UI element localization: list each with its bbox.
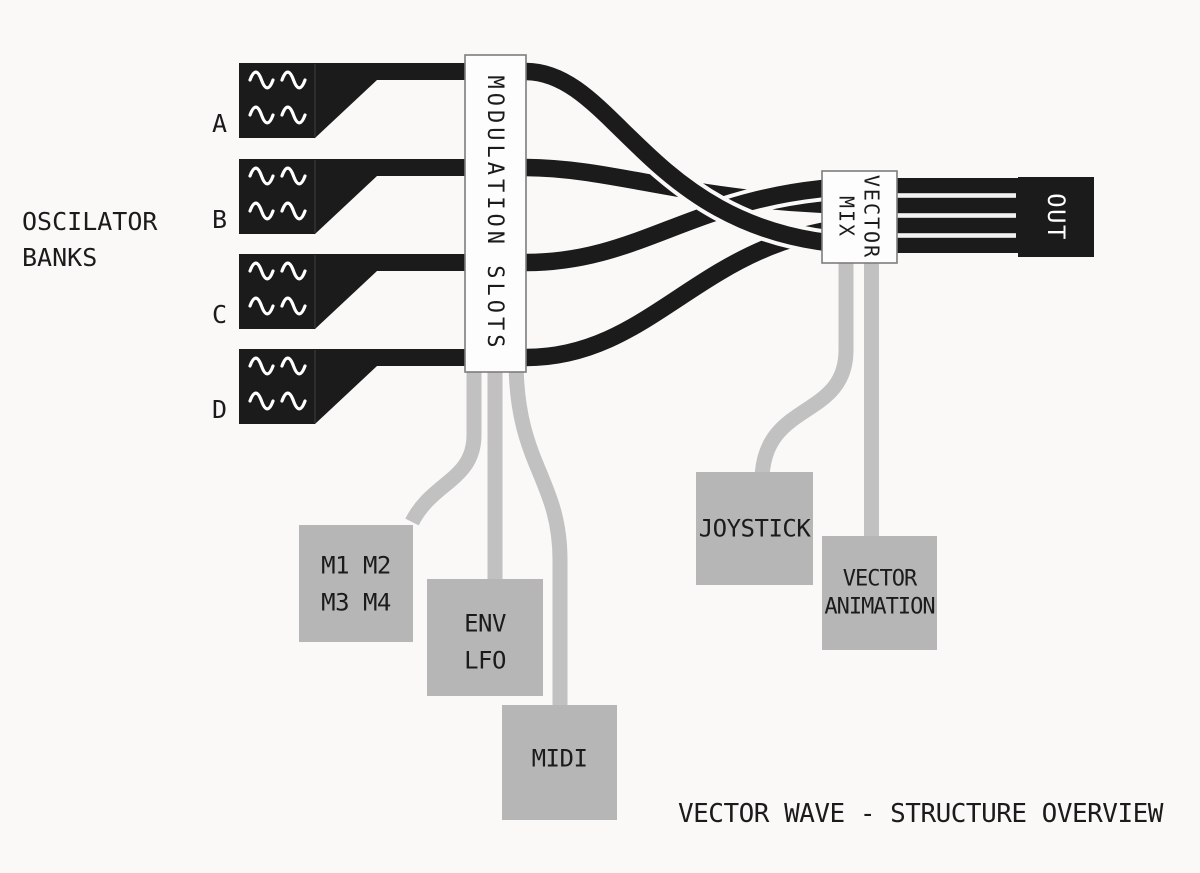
out-label: OUT [1042, 193, 1070, 241]
joystick-box: JOYSTICK [696, 472, 813, 585]
diagram-title: VECTOR WAVE - STRUCTURE OVERVIEW [678, 799, 1164, 829]
env-lfo-box-rect [427, 579, 543, 696]
lfo-label: LFO [464, 647, 506, 675]
cable-to-matrix [405, 360, 482, 526]
modulation-cables [405, 250, 879, 715]
oscillator-bank-d [239, 349, 465, 424]
modulation-slots-rect [464, 54, 527, 373]
joystick-box-rect [696, 472, 813, 585]
bank-d-block [239, 349, 465, 424]
oscillator-banks-label-line2: BANKS [22, 243, 97, 272]
modulation-slots-panel: MODULATION SLOTS [464, 54, 527, 373]
vector-animation-label-line2: ANIMATION [824, 595, 934, 620]
bundle-separator [897, 193, 1016, 198]
vector-mix-rect [821, 170, 898, 264]
vector-mix-label-line2: MIX [835, 196, 859, 238]
oscillator-banks-label-line1: OSCILATOR [22, 207, 158, 236]
vector-animation-label-line1: VECTOR [843, 567, 918, 592]
matrix-label-line1: M1 M2 [321, 552, 391, 580]
cable-a [525, 62, 881, 255]
vector-animation-box-rect [822, 536, 937, 650]
modulation-slots-label: MODULATION SLOTS [482, 76, 507, 352]
bank-a-block [239, 63, 465, 138]
oscillator-bank-c [239, 254, 465, 329]
vector-mix-panel: VECTOR MIX [821, 170, 898, 264]
bank-c-block [239, 254, 465, 329]
matrix-box-rect [299, 525, 413, 642]
vector-animation-box: VECTOR ANIMATION [822, 536, 937, 650]
bundle-separator [897, 233, 1016, 238]
out-block-rect [1018, 177, 1094, 257]
midi-label: MIDI [532, 745, 588, 773]
bank-b-label: B [212, 205, 227, 234]
bank-c-label: C [212, 300, 227, 329]
oscillator-bank-a [239, 63, 465, 138]
bank-d-label: D [212, 395, 227, 424]
bank-b-block [239, 159, 465, 234]
output-bundle [897, 178, 1020, 253]
cable-to-midi [508, 359, 568, 715]
oscillator-bank-b [239, 159, 465, 234]
joystick-label: JOYSTICK [699, 515, 812, 543]
midi-box-rect [502, 705, 617, 820]
cable-to-joystick [754, 250, 854, 481]
bank-a-label: A [212, 109, 227, 138]
vector-mix-label-line1: VECTOR [860, 175, 884, 259]
cable-c [525, 176, 881, 272]
out-block: OUT [1018, 177, 1094, 257]
env-label: ENV [464, 610, 506, 638]
matrix-label-line2: M3 M4 [321, 589, 391, 617]
cable-weave [525, 58, 881, 371]
midi-box: MIDI [502, 705, 617, 820]
bundle-separator [897, 213, 1016, 218]
env-lfo-box: ENV LFO [427, 579, 543, 696]
matrix-box: M1 M2 M3 M4 [299, 525, 413, 642]
